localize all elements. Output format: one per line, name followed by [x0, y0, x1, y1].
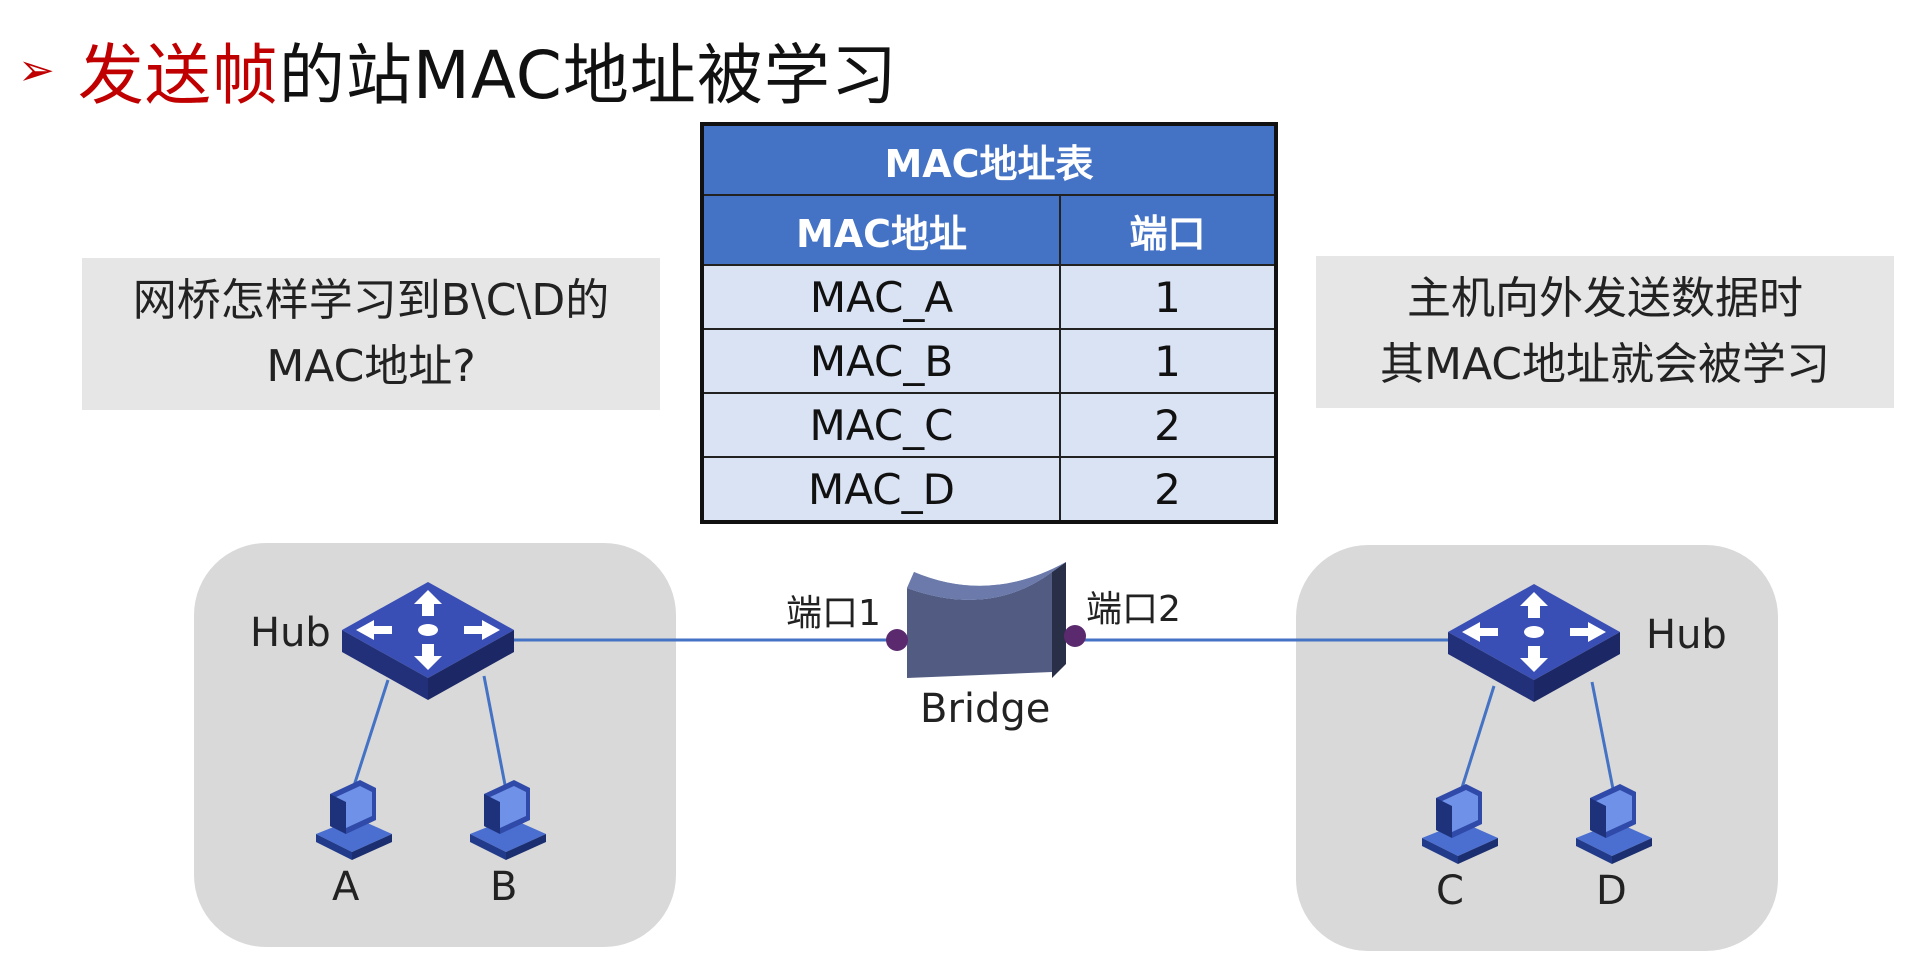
- host-d-icon: [1576, 784, 1652, 864]
- table-row: MAC_A 1: [701, 264, 1277, 330]
- page-title: ➢ 发送帧 的站MAC地址被学习: [18, 30, 898, 114]
- bridge-icon: [907, 562, 1066, 678]
- table-row: MAC_B 1: [701, 328, 1277, 394]
- link-hub-to-host-b: [482, 675, 508, 791]
- column-header-mac: MAC地址: [701, 194, 1061, 266]
- answer-line-1: 主机向外发送数据时: [1407, 273, 1803, 324]
- host-b-icon: [470, 780, 546, 860]
- table-caption: MAC地址表: [701, 123, 1277, 196]
- port-2-label: 端口2: [1086, 589, 1181, 630]
- question-box: 网桥怎样学习到B\C\D的 MAC地址?: [82, 258, 660, 410]
- cell-mac: MAC_B: [701, 328, 1061, 394]
- host-c-icon: [1422, 784, 1498, 864]
- cell-port: 2: [1059, 456, 1277, 523]
- bridge-label: Bridge: [920, 686, 1051, 732]
- link-hub-to-host-d: [1590, 681, 1616, 795]
- port-2-dot: [1064, 625, 1086, 647]
- cell-port: 2: [1059, 392, 1277, 458]
- answer-box: 主机向外发送数据时 其MAC地址就会被学习: [1316, 256, 1894, 408]
- port-1-dot: [886, 629, 908, 651]
- hub-right-label: Hub: [1646, 612, 1727, 658]
- mac-address-table: MAC地址表 MAC地址 端口 MAC_A 1 MAC_B 1 MAC_C 2 …: [700, 122, 1278, 524]
- cell-port: 1: [1059, 328, 1277, 394]
- title-text: 的站MAC地址被学习: [278, 37, 898, 114]
- cell-mac: MAC_D: [701, 456, 1061, 523]
- port-1-label: 端口1: [786, 593, 881, 634]
- host-a-label: A: [332, 864, 360, 910]
- question-line-1: 网桥怎样学习到B\C\D的: [132, 275, 610, 326]
- cell-mac: MAC_C: [701, 392, 1061, 458]
- cell-mac: MAC_A: [701, 264, 1061, 330]
- link-hub-to-host-c: [1458, 685, 1496, 795]
- host-a-icon: [316, 780, 392, 860]
- question-line-2: MAC地址?: [266, 341, 476, 392]
- bullet-arrow-icon: ➢: [18, 44, 56, 96]
- table-row: MAC_D 2: [701, 456, 1277, 523]
- column-header-port: 端口: [1059, 194, 1277, 266]
- host-d-label: D: [1596, 868, 1627, 914]
- hub-left-label: Hub: [250, 610, 331, 656]
- title-highlight: 发送帧: [77, 37, 279, 114]
- link-hub-to-host-a: [350, 679, 390, 793]
- table-row: MAC_C 2: [701, 392, 1277, 458]
- hub-left-icon: [342, 582, 514, 700]
- answer-line-2: 其MAC地址就会被学习: [1379, 339, 1830, 390]
- host-c-label: C: [1436, 868, 1464, 914]
- cell-port: 1: [1059, 264, 1277, 330]
- host-b-label: B: [490, 864, 518, 910]
- hub-right-icon: [1448, 584, 1620, 702]
